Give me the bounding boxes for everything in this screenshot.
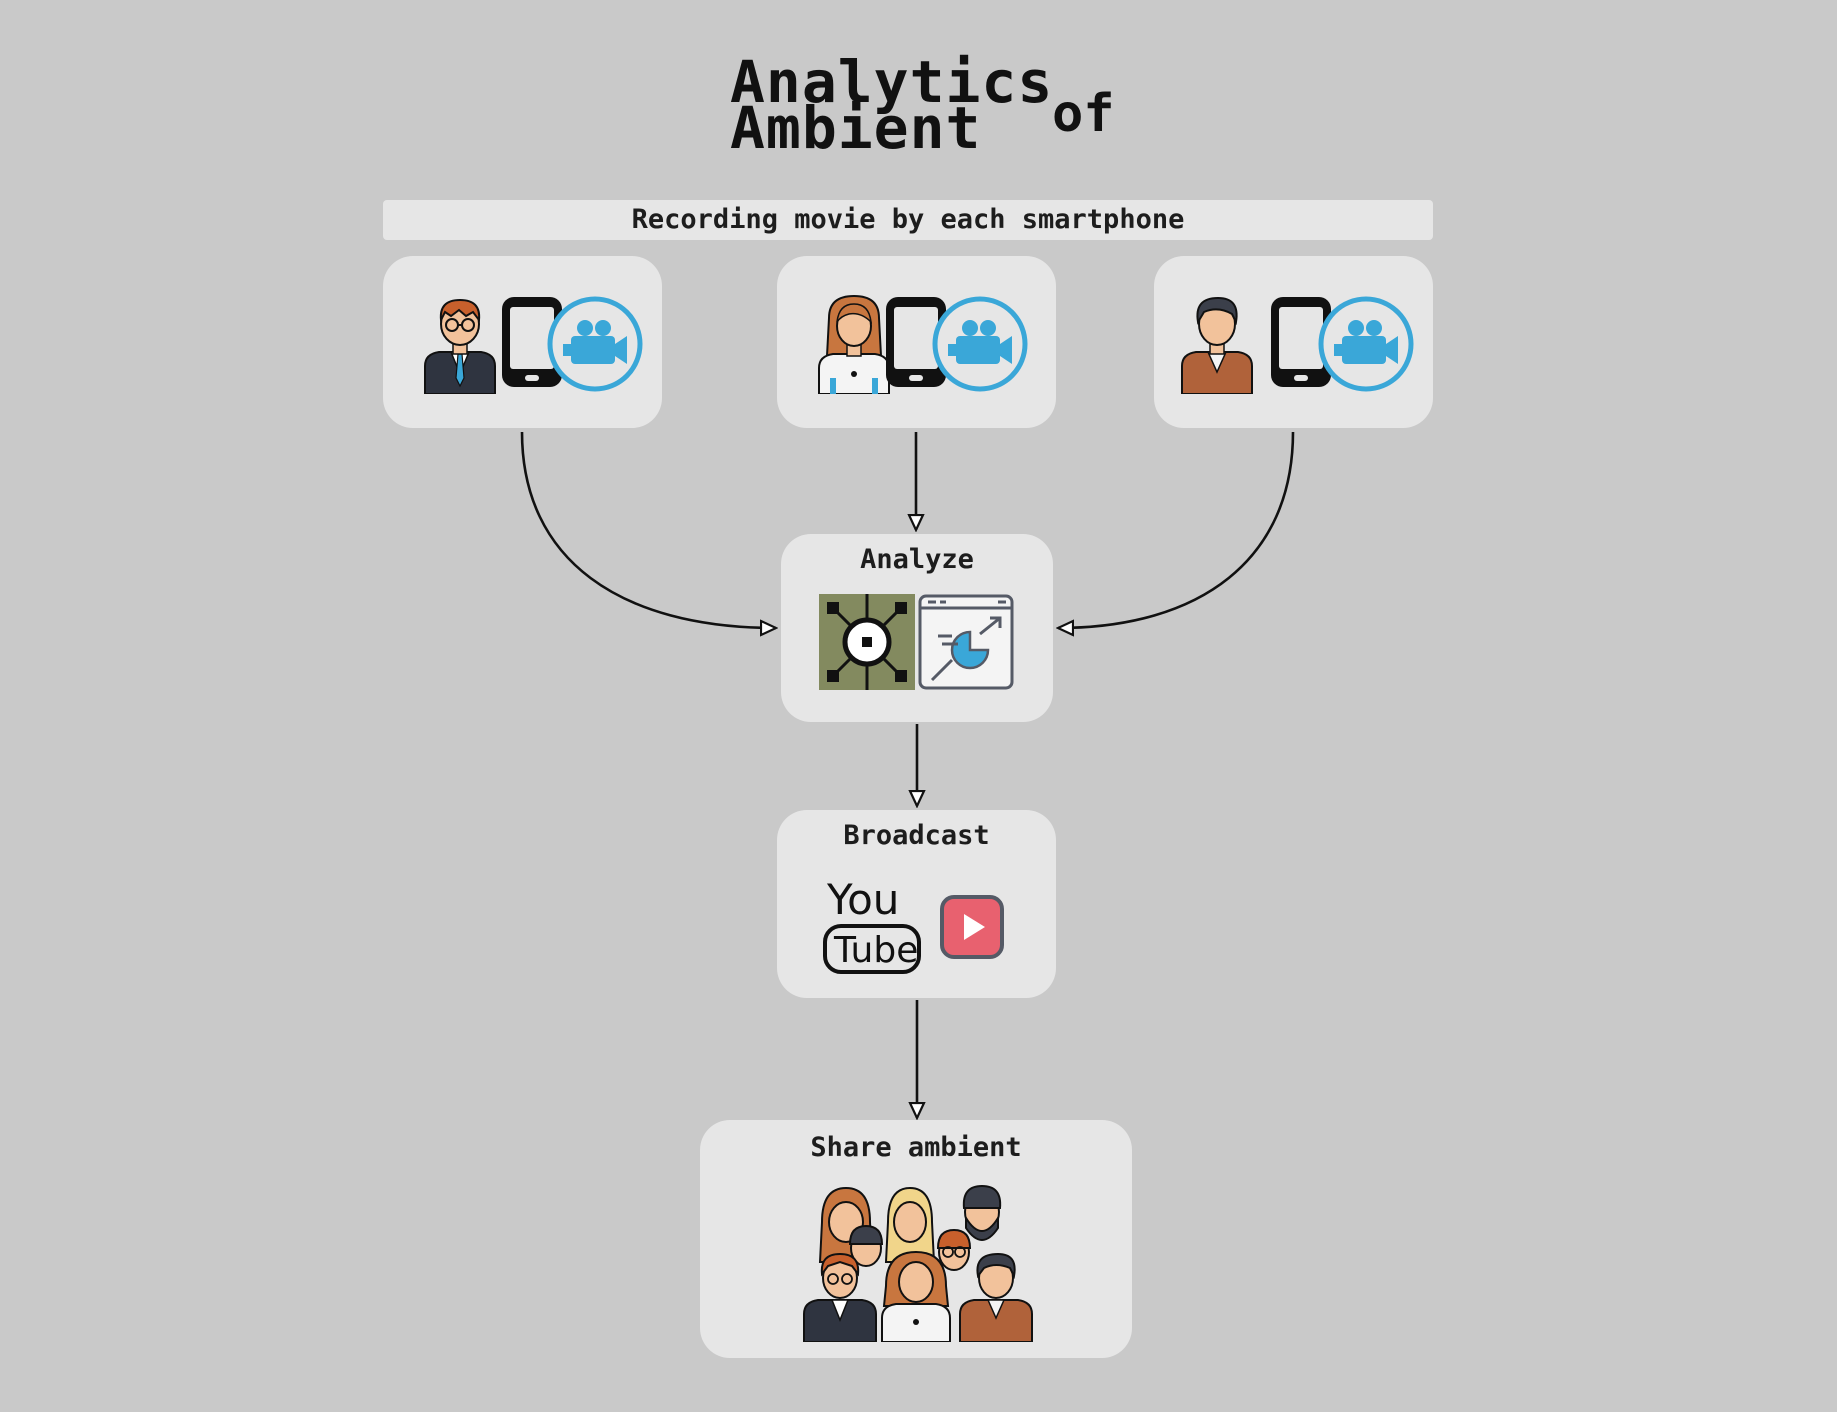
title-suffix-of: of (1052, 84, 1115, 144)
share-ambient-label: Share ambient (810, 1132, 1022, 1163)
youtube-logo-tube: Tube (833, 930, 918, 971)
businessman-icon (424, 298, 496, 394)
youtube-logo-you: You (826, 875, 899, 924)
smartphone-icon (502, 297, 562, 387)
recorder-card-2 (777, 256, 1056, 428)
recorder-card-1 (383, 256, 662, 428)
video-camera-icon (1318, 296, 1414, 392)
woman-icon (818, 294, 890, 394)
broadcast-label: Broadcast (843, 820, 990, 851)
diagram-title: Analytics Ambient of (730, 48, 1120, 158)
video-camera-icon (547, 296, 643, 392)
video-camera-icon (932, 296, 1028, 392)
smartphone-icon (886, 297, 946, 387)
play-button-icon (940, 895, 1004, 959)
processor-hub-icon (819, 594, 915, 690)
crowd-person-middle-left (848, 1224, 884, 1267)
analyze-label: Analyze (860, 544, 974, 575)
title-line-ambient: Ambient (730, 94, 982, 162)
crowd-person-middle-right (936, 1228, 972, 1271)
share-ambient-card: Share ambient (700, 1120, 1132, 1358)
recording-banner: Recording movie by each smartphone (383, 200, 1433, 240)
analytics-dashboard-icon (918, 594, 1014, 690)
smartphone-icon (1271, 297, 1331, 387)
title-line-analytics: Analytics (730, 48, 1054, 116)
crowd-person-front-center (881, 1250, 951, 1342)
youtube-logo-icon: You Tube (823, 875, 921, 974)
arrow-recorder1-to-analyze (520, 431, 776, 628)
arrow-recorder3-to-analyze (1058, 431, 1295, 628)
crowd-person-back-right (962, 1184, 1002, 1241)
broadcast-card: Broadcast You Tube (777, 810, 1056, 998)
crowd-person-front-right (959, 1252, 1033, 1342)
crowd-person-front-left (803, 1252, 877, 1342)
crowd-person-back-center (884, 1186, 936, 1263)
man-icon (1181, 296, 1253, 394)
recorder-card-3 (1154, 256, 1433, 428)
analyze-card: Analyze (781, 534, 1053, 722)
crowd-icon (803, 1184, 1033, 1342)
